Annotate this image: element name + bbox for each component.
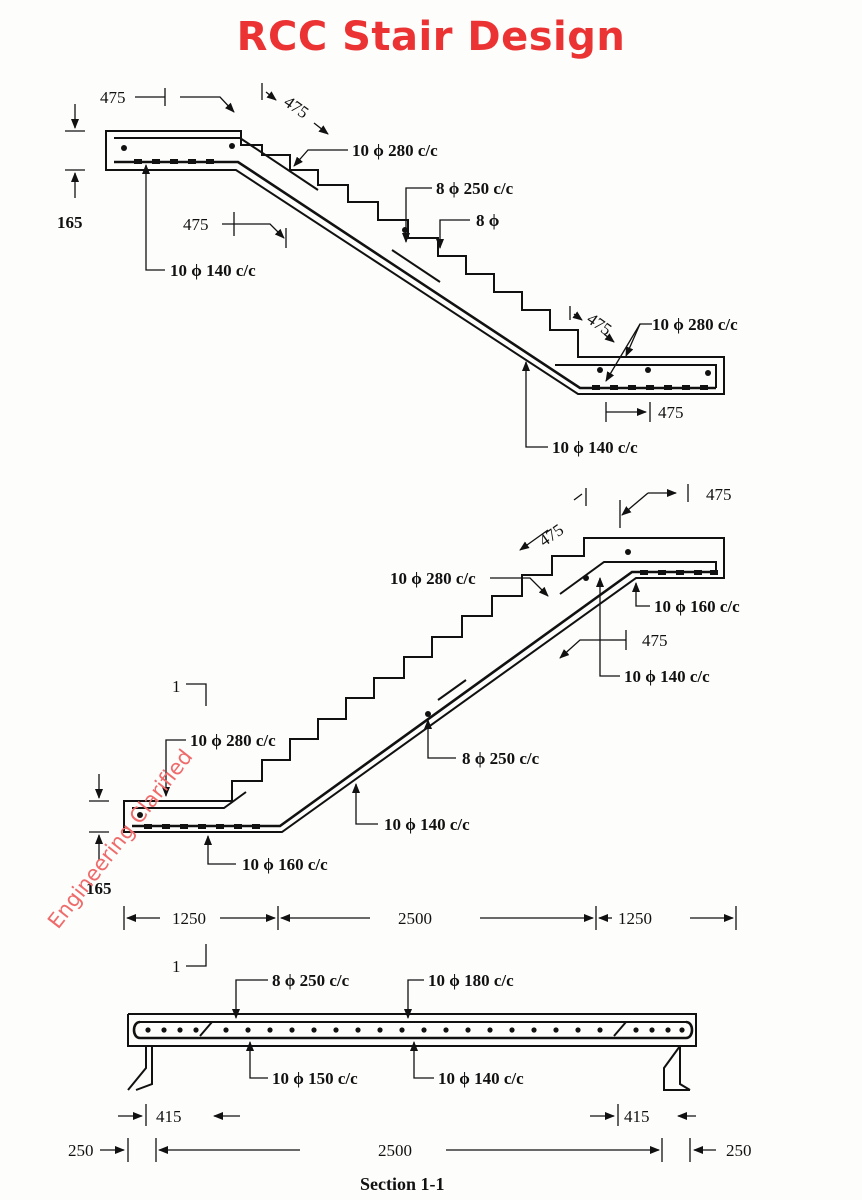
section-bar-distribution: 8 ϕ 250 c/c [272,971,350,990]
section-dim-span: 2500 [378,1141,412,1160]
top-dim-step: 475 [280,92,312,122]
bottom-dim-right: 1250 [618,909,652,928]
bottom-flight-nosing-bar [437,679,467,701]
section-dim-wall-right: 250 [726,1141,752,1160]
top-dim-thickness: 165 [57,213,83,232]
top-dim-right-step: 475 [583,309,615,339]
bottom-flight-outline [123,537,725,833]
top-flight-top-bar-left [114,137,319,191]
bottom-bar-main-low: 10 ϕ 140 c/c [384,815,470,834]
top-flight-nosing-bar [391,249,441,283]
bottom-dim-thickness: 165 [86,879,112,898]
top-flight-bar-dots [121,143,711,390]
bottom-dim-mid: 475 [642,631,668,650]
section-bar-dots [145,1027,685,1033]
bottom-dim-step: 475 [535,520,567,550]
section-1-1: 8 ϕ 250 c/c 10 ϕ 180 c/c 10 ϕ 150 c/c 10… [68,971,752,1194]
top-flight-outline [105,130,725,395]
bottom-flight-bar-dots [137,549,718,829]
bottom-bar-left-bottom: 10 ϕ 160 c/c [242,855,328,874]
top-dim-right-landing: 475 [658,403,684,422]
bottom-bar-landing-bottom: 10 ϕ 160 c/c [654,597,740,616]
bottom-bar-left-top: 10 ϕ 280 c/c [190,731,276,750]
bottom-flight-main-bar [132,570,716,828]
top-flight-top-bar-right [555,364,717,388]
section-dim-wall-left: 250 [68,1141,94,1160]
top-dim-landing-top: 475 [100,88,126,107]
bottom-bar-distribution: 8 ϕ 250 c/c [462,749,540,768]
top-bar-top-landing: 10 ϕ 280 c/c [352,141,438,160]
bottom-flight: 475 475 10 ϕ 280 c/c 10 ϕ 160 c/c 475 10… [86,484,740,976]
bottom-bar-top: 10 ϕ 280 c/c [390,569,476,588]
page-title: RCC Stair Design [236,14,626,60]
bottom-flight-top-bar-left [132,791,247,809]
top-dim-landing-bottom: 475 [183,215,209,234]
section-bar-top: 10 ϕ 180 c/c [428,971,514,990]
bottom-dim-left: 1250 [172,909,206,928]
bottom-flight-top-bar [559,561,717,595]
top-bar-right-main: 10 ϕ 140 c/c [552,438,638,457]
top-bar-main-bottom: 10 ϕ 140 c/c [170,261,256,280]
top-bar-right-top: 10 ϕ 280 c/c [652,315,738,334]
bottom-dim-middle: 2500 [398,909,432,928]
watermark: Engineering Clarified [43,745,197,933]
bottom-dim-top-landing: 475 [706,485,732,504]
section-main-bar [132,1020,694,1040]
section-dim-support-right: 415 [624,1107,650,1126]
top-bar-nosing: 8 ϕ [476,211,499,230]
section-mark-bottom: 1 [172,957,181,976]
section-mark-top: 1 [172,677,181,696]
section-caption: Section 1-1 [360,1174,445,1194]
section-slab-outline [127,1013,697,1091]
section-bar-bottom-left: 10 ϕ 150 c/c [272,1069,358,1088]
section-bar-bottom-main: 10 ϕ 140 c/c [438,1069,524,1088]
top-flight: 475 475 165 475 10 ϕ 280 c/c 8 ϕ 250 c/c… [57,83,738,457]
section-dim-support-left: 415 [156,1107,182,1126]
bottom-bar-main: 10 ϕ 140 c/c [624,667,710,686]
top-bar-distribution: 8 ϕ 250 c/c [436,179,514,198]
